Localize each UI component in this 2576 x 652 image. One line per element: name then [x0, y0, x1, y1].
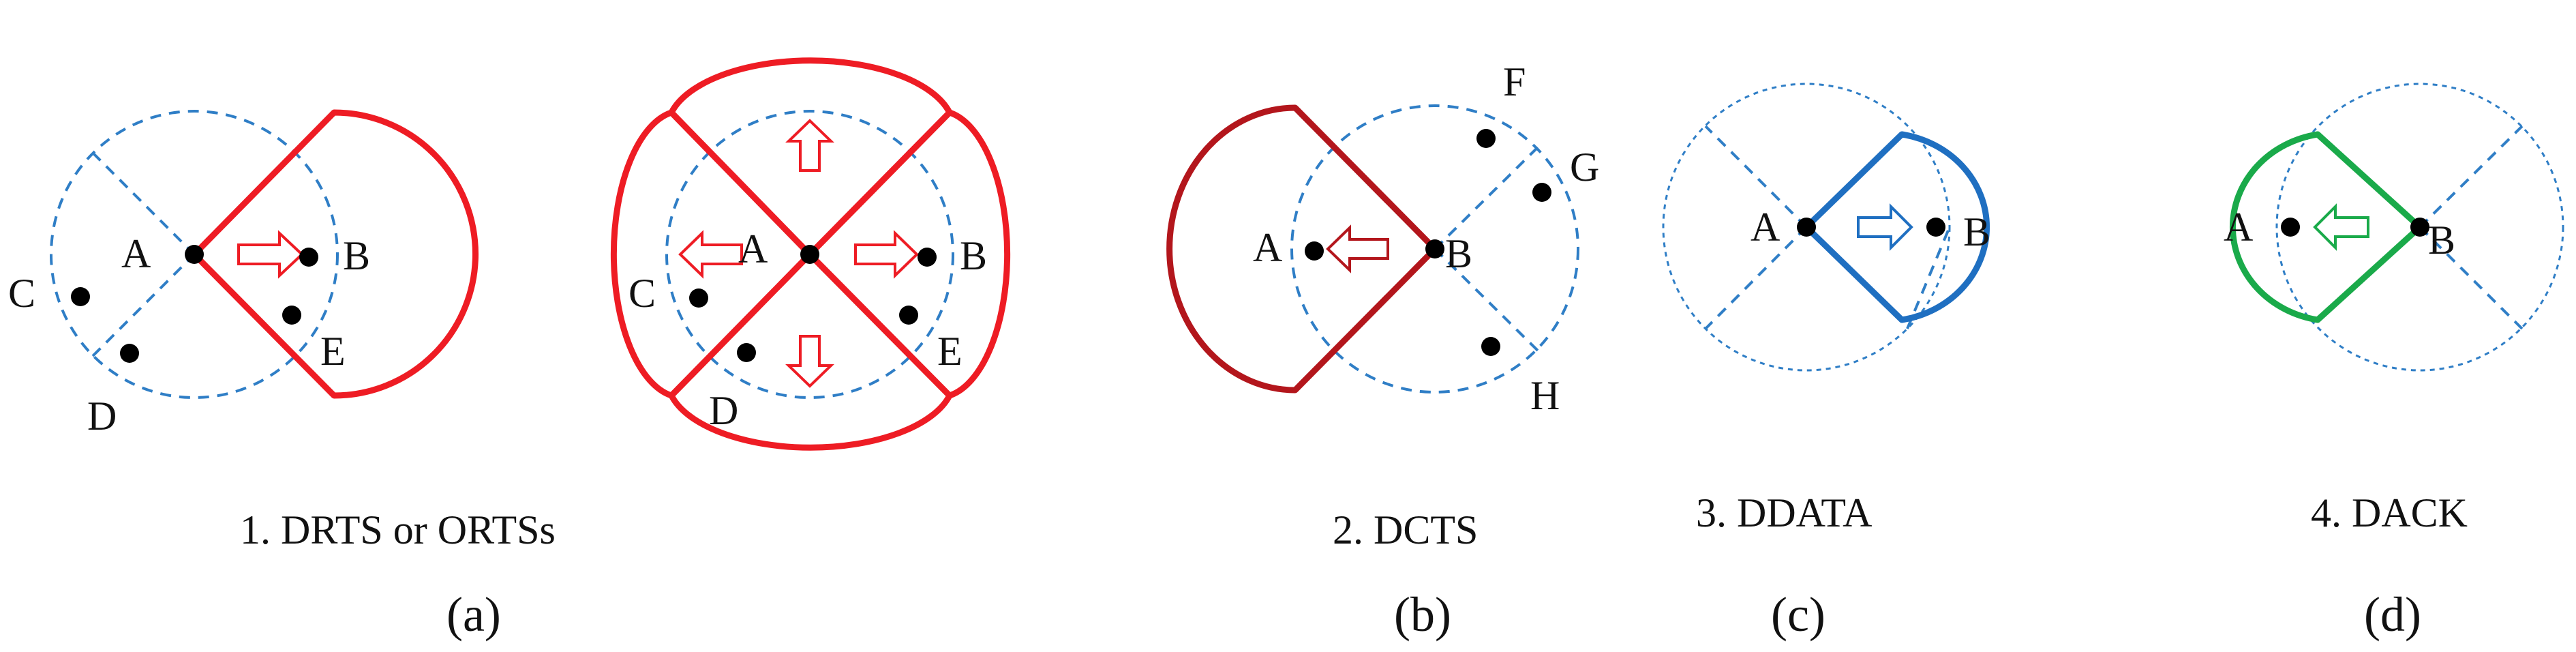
- rts-beam: [191, 109, 479, 399]
- node-h-label: H: [1530, 373, 1560, 418]
- up-arrow-icon: [785, 119, 834, 172]
- panel-c-ddata: A B: [1662, 83, 1990, 372]
- left-arrow-icon: [678, 230, 743, 279]
- node-d-dot: [120, 344, 139, 363]
- node-b-label: B: [343, 233, 370, 278]
- sector-divider: [2419, 226, 2524, 330]
- ack-beam: [2229, 131, 2423, 323]
- node-c-dot: [71, 287, 90, 306]
- node-a-dot: [1305, 241, 1324, 261]
- node-e-dot: [282, 306, 301, 325]
- node-b-dot: [1425, 239, 1444, 258]
- range-circle: [665, 110, 954, 399]
- left-arrow-icon: [2313, 203, 2369, 251]
- node-a-label: A: [738, 226, 768, 271]
- down-arrow-icon: [785, 335, 834, 388]
- node-c-label: C: [628, 271, 656, 316]
- node-g-label: G: [1570, 145, 1599, 190]
- node-b-label: B: [2428, 218, 2455, 263]
- node-b-dot: [918, 248, 937, 267]
- rts-beam-up: [668, 57, 953, 258]
- node-g-dot: [1532, 183, 1551, 202]
- node-a-label: A: [2224, 205, 2253, 250]
- sublabel-a: (a): [446, 587, 501, 642]
- cts-beam: [1166, 104, 1438, 394]
- panel-a-directional-rts: A B C D E: [8, 109, 479, 439]
- node-a-dot: [800, 245, 819, 264]
- node-h-dot: [1481, 337, 1500, 356]
- sublabel-c: (c): [1771, 587, 1825, 642]
- right-arrow-icon: [854, 230, 919, 279]
- node-a-dot: [2281, 218, 2300, 237]
- caption-step1: 1. DRTS or ORTSs: [240, 507, 556, 552]
- sector-divider: [1704, 226, 1808, 330]
- caption-step2: 2. DCTS: [1333, 507, 1478, 552]
- node-a-label: A: [1253, 225, 1282, 270]
- node-e-label: E: [320, 329, 346, 374]
- range-circle: [50, 110, 339, 399]
- sublabel-b: (b): [1394, 587, 1451, 642]
- sector-divider: [91, 253, 196, 357]
- panel-a-omni-rts: A B C D E: [610, 57, 1011, 451]
- node-b-label: B: [960, 233, 987, 278]
- panel-b-dcts: A B F G H: [1166, 59, 1599, 418]
- range-circle: [1662, 83, 1951, 372]
- node-f-dot: [1476, 129, 1496, 148]
- node-a-dot: [185, 245, 204, 264]
- data-beam: [1803, 131, 1990, 323]
- right-arrow-icon: [237, 230, 304, 279]
- node-e-dot: [899, 306, 918, 325]
- caption-step4: 4. DACK: [2311, 490, 2468, 535]
- range-circle: [2275, 83, 2564, 372]
- sector-divider: [1704, 125, 1808, 228]
- range-circle: [1290, 104, 1579, 394]
- node-b-dot: [299, 248, 318, 267]
- sector-divider: [91, 151, 196, 256]
- node-d-label: D: [709, 388, 738, 433]
- sector-divider: [1434, 248, 1543, 356]
- node-b-dot: [2410, 218, 2429, 237]
- node-b-dot: [1926, 218, 1945, 237]
- panel-d-dack: A B: [2224, 83, 2564, 372]
- sector-divider: [1434, 142, 1543, 250]
- node-a-label: A: [1751, 205, 1780, 250]
- node-a-dot: [1797, 218, 1816, 237]
- node-c-label: C: [8, 271, 35, 316]
- caption-step3: 3. DDATA: [1696, 490, 1873, 535]
- node-e-label: E: [937, 329, 963, 374]
- node-b-label: B: [1963, 209, 1990, 254]
- right-arrow-icon: [1857, 203, 1913, 251]
- node-d-label: D: [87, 394, 117, 439]
- rts-beam-right: [806, 109, 1011, 399]
- sublabel-d: (d): [2364, 587, 2421, 642]
- left-arrow-icon: [1326, 224, 1389, 273]
- node-f-label: F: [1503, 59, 1526, 104]
- node-b-label: B: [1445, 231, 1472, 276]
- node-c-dot: [689, 288, 708, 308]
- sector-divider: [2419, 125, 2524, 228]
- rts-beam-left: [610, 109, 813, 399]
- node-a-label: A: [121, 231, 151, 276]
- rts-beam-down: [668, 251, 953, 451]
- node-d-dot: [737, 343, 756, 362]
